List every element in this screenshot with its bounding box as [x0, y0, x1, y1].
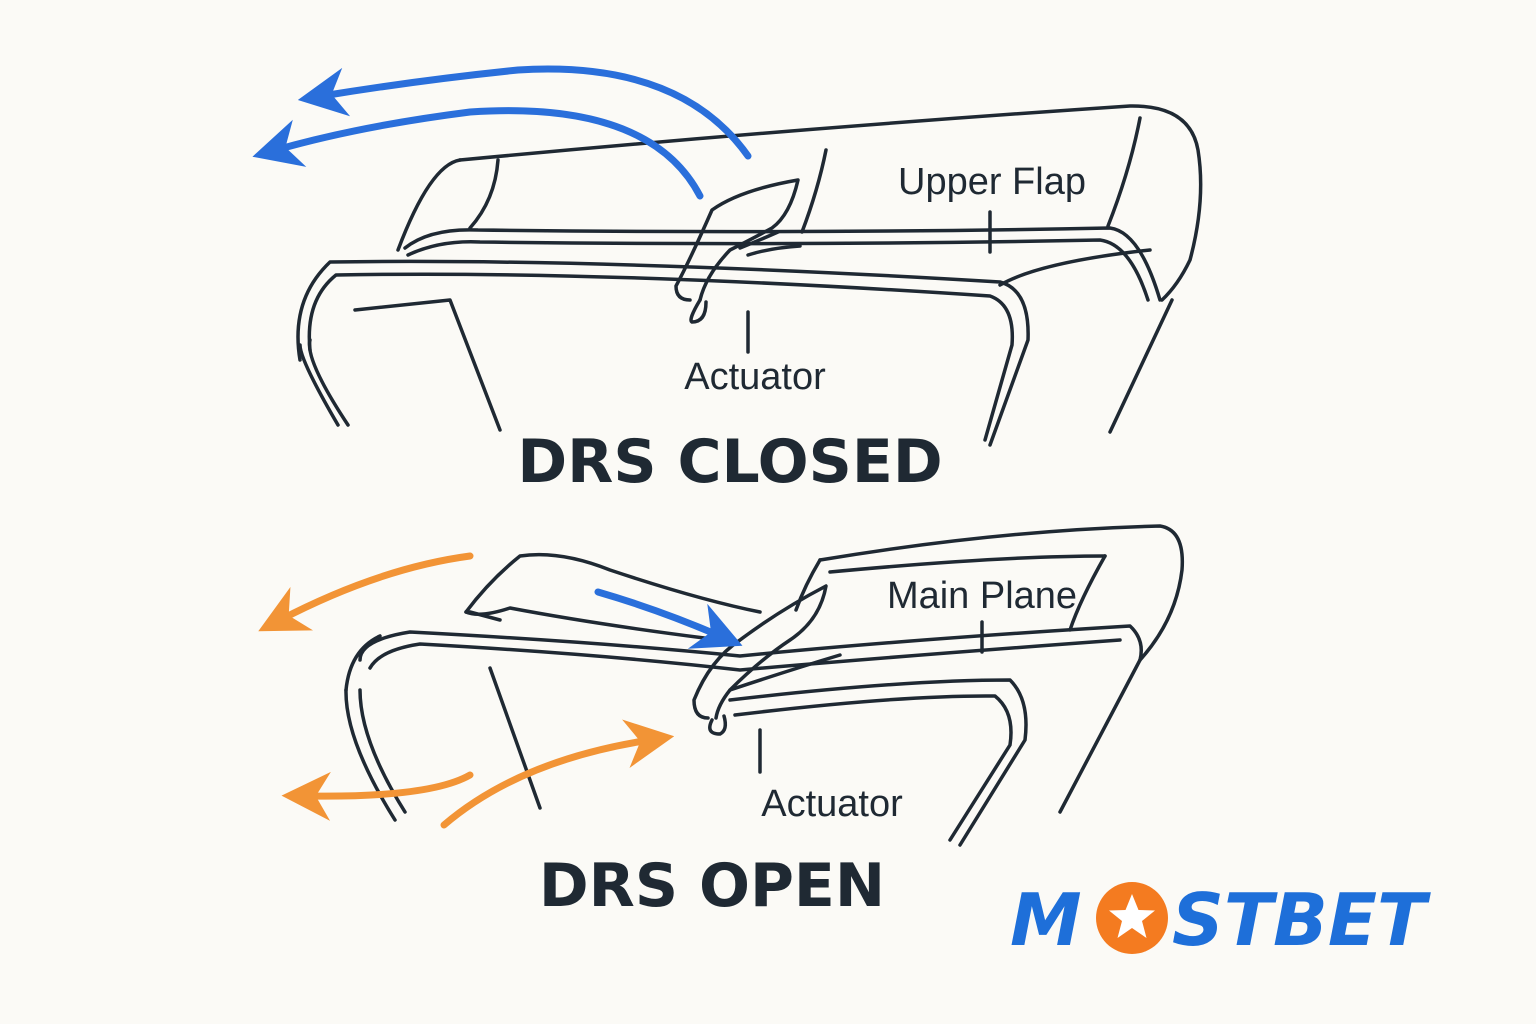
closed-upper-flap-label: Upper Flap: [898, 161, 1086, 203]
closed-actuator-bracket: [674, 178, 800, 302]
drs-closed-group: Upper Flap Actuator DRS CLOSED: [252, 65, 1203, 497]
open-rear-wing-drawing: [344, 524, 1185, 847]
open-raised-flap: [464, 552, 762, 614]
open-main-plane-label: Main Plane: [887, 575, 1077, 617]
open-actuator-label: Actuator: [761, 783, 903, 825]
closed-actuator-label: Actuator: [684, 356, 826, 398]
closed-upper-flap-top: [458, 104, 1203, 302]
open-airflow-arrow-bottom-left: [281, 771, 474, 821]
closed-airflow-arrow-lower: [252, 107, 704, 200]
open-airflow-arrow-bottom-right: [440, 719, 675, 829]
open-main-plane-top: [818, 524, 1185, 662]
closed-main-plane-top: [403, 226, 1162, 302]
drs-open-title: DRS OPEN: [539, 851, 885, 921]
mostbet-logo: M STBET: [1010, 878, 1431, 962]
closed-airflow-arrow-upper: [297, 65, 752, 160]
drs-open-group: Main Plane Actuator DRS OPEN: [258, 524, 1185, 921]
logo-text-left: M: [1010, 878, 1082, 962]
logo-text-right: STBET: [1172, 878, 1431, 962]
closed-rear-wing-drawing: [296, 104, 1203, 447]
open-airflow-arrow-top: [258, 552, 474, 632]
drs-closed-title: DRS CLOSED: [517, 427, 942, 497]
logo-star-icon: [1109, 894, 1155, 938]
open-airflow-slot-arrow: [594, 588, 743, 649]
